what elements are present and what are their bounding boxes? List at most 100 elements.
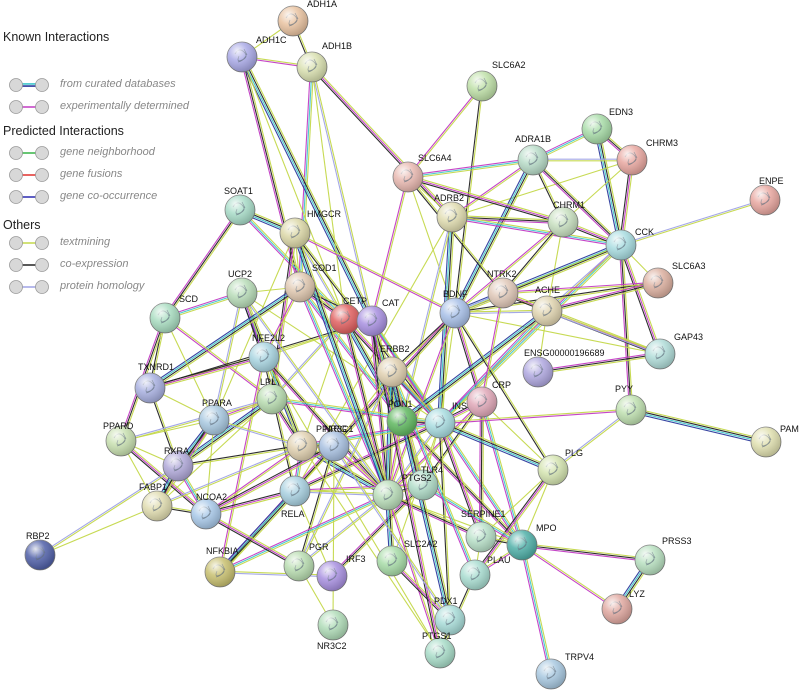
- edge-rela-ptgs2[interactable]: [294, 491, 388, 497]
- node-plau[interactable]: PLAU: [459, 555, 511, 591]
- edge-gap43-ensg00000196689[interactable]: [537, 351, 660, 371]
- node-prss3[interactable]: PRSS3: [634, 536, 692, 576]
- edge-sod1-txnrd1[interactable]: [149, 285, 300, 388]
- node-rxra[interactable]: RXRA: [162, 446, 194, 482]
- edge-slc6a2-slc6a4[interactable]: [408, 86, 484, 178]
- edge-adh1c-sod1[interactable]: [243, 56, 303, 287]
- edge-hmgcr-bdnf[interactable]: [295, 231, 456, 313]
- node-mpo[interactable]: MPO: [506, 523, 557, 561]
- edge-nfe2l2-txnrd1[interactable]: [150, 358, 265, 391]
- edge-ucp2-ppara[interactable]: [212, 292, 242, 420]
- edge-scd-lpl[interactable]: [165, 316, 273, 399]
- edge-scd-ppara[interactable]: [164, 317, 215, 421]
- edge-crp-serpine1[interactable]: [480, 401, 483, 538]
- edge-gap43-ensg00000196689[interactable]: [538, 355, 661, 375]
- edge-slc6a4-chrm1[interactable]: [408, 174, 564, 221]
- node-slc2a2[interactable]: SLC2A2: [376, 539, 438, 577]
- edge-sod1-txnrd1[interactable]: [148, 284, 299, 387]
- edge-slc6a4-ntrk2[interactable]: [406, 177, 503, 294]
- edge-cetp-ptgs2[interactable]: [346, 318, 391, 495]
- node-trpv4[interactable]: TRPV4: [535, 652, 594, 690]
- edge-adra1b-bdnf[interactable]: [452, 158, 532, 313]
- edge-cck-gap43[interactable]: [621, 244, 663, 354]
- edge-mpo-trpv4[interactable]: [521, 544, 552, 675]
- edge-cck-gap43[interactable]: [618, 245, 660, 355]
- edge-rela-irf3[interactable]: [294, 490, 333, 577]
- edge-nfe2l2-ptgs1[interactable]: [263, 356, 441, 654]
- edge-mpo-trpv4[interactable]: [519, 545, 550, 675]
- node-adh1a[interactable]: ADH1A: [277, 0, 337, 37]
- edge-rela-nfkbia[interactable]: [219, 490, 295, 572]
- edge-chrm1-ntrk2[interactable]: [501, 221, 563, 293]
- edge-ucp2-ins[interactable]: [241, 292, 441, 424]
- edge-gap43-ensg00000196689[interactable]: [537, 353, 661, 373]
- edge-slc6a2-bdnf[interactable]: [455, 86, 484, 314]
- node-crp[interactable]: CRP: [466, 380, 511, 418]
- edge-pparg-ptgs2[interactable]: [301, 446, 388, 497]
- edge-nr3c1-pgr[interactable]: [297, 445, 334, 566]
- edge-adra1b-slc6a4[interactable]: [407, 157, 533, 176]
- edge-cck-pyy[interactable]: [622, 244, 634, 410]
- edge-ucp2-ptgs2[interactable]: [240, 293, 388, 496]
- edge-nfe2l2-ptgs2[interactable]: [262, 357, 388, 497]
- edge-ptgs2-serpine1[interactable]: [387, 495, 481, 539]
- edge-ntrk2-crp[interactable]: [480, 292, 503, 402]
- edge-adh1c-cat[interactable]: [242, 56, 374, 321]
- edge-pyy-plg[interactable]: [553, 410, 632, 472]
- edge-rela-ncoa2[interactable]: [205, 488, 295, 513]
- edge-slc6a4-chrm1[interactable]: [407, 176, 564, 223]
- edge-mpo-lyz[interactable]: [521, 545, 617, 611]
- edge-ins-pyy[interactable]: [440, 410, 632, 425]
- edge-cck-ntrk2[interactable]: [502, 244, 622, 294]
- edge-slc6a4-cat[interactable]: [370, 176, 408, 321]
- edge-ntrk2-gap43[interactable]: [503, 290, 661, 354]
- node-fabp1[interactable]: FABP1: [139, 482, 173, 522]
- edge-mpo-lyz[interactable]: [522, 543, 618, 609]
- edge-hmgcr-ptgs2[interactable]: [295, 232, 390, 495]
- edge-nfe2l2-nfkbia[interactable]: [218, 356, 264, 572]
- node-pdx1[interactable]: PDX1: [434, 596, 466, 636]
- node-lpl[interactable]: LPL: [256, 377, 288, 415]
- edge-ppard-ncoa2[interactable]: [121, 439, 208, 514]
- edge-cck-ache[interactable]: [547, 245, 622, 313]
- edge-scd-lpl[interactable]: [164, 318, 272, 401]
- edge-slc6a3-ntrk2[interactable]: [502, 281, 658, 293]
- edge-erbb2-ptgs2[interactable]: [388, 372, 394, 496]
- edge-ucp2-ptgs2[interactable]: [242, 292, 390, 495]
- edge-erbb2-plau[interactable]: [392, 371, 477, 575]
- node-cck[interactable]: CCK: [605, 227, 654, 261]
- edge-nfe2l2-rela[interactable]: [262, 357, 295, 492]
- edge-fabp1-rbp2[interactable]: [39, 505, 158, 556]
- edge-rela-ncoa2[interactable]: [206, 492, 296, 517]
- node-soat1[interactable]: SOAT1: [224, 186, 256, 226]
- edge-slc6a3-ntrk2[interactable]: [503, 283, 659, 295]
- edge-adh1b-cat[interactable]: [312, 66, 374, 321]
- edge-cck-pyy[interactable]: [618, 245, 630, 411]
- edge-ppard-ncoa2[interactable]: [119, 441, 206, 516]
- edge-rela-nfkbia[interactable]: [221, 492, 298, 575]
- edge-edn3-cck[interactable]: [597, 128, 623, 245]
- node-irf3[interactable]: IRF3: [316, 554, 366, 592]
- edge-cetp-ptgs2[interactable]: [342, 319, 387, 496]
- edge-ache-pon1[interactable]: [402, 311, 548, 423]
- node-chrm3[interactable]: CHRM3: [616, 138, 678, 176]
- node-cetp[interactable]: CETP: [329, 296, 367, 335]
- edge-mpo-trpv4[interactable]: [523, 544, 554, 674]
- node-serpine1[interactable]: SERPINE1: [461, 509, 506, 553]
- edge-lpl-rxra[interactable]: [178, 399, 273, 468]
- node-ppard[interactable]: PPARD: [103, 421, 137, 457]
- edge-adra1b-bdnf[interactable]: [453, 159, 533, 313]
- edge-ptgs2-mpo[interactable]: [387, 494, 523, 546]
- edge-adh1b-adrb2[interactable]: [310, 67, 452, 219]
- node-cat[interactable]: CAT: [356, 298, 400, 337]
- edge-soat1-scd[interactable]: [164, 209, 241, 319]
- edge-ache-pon1[interactable]: [401, 309, 547, 421]
- node-slc6a2[interactable]: SLC6A2: [466, 60, 526, 102]
- edge-adra1b-cck[interactable]: [531, 160, 621, 247]
- node-scd[interactable]: SCD: [149, 294, 199, 334]
- node-ptgs2[interactable]: PTGS2: [372, 473, 432, 511]
- node-slc6a3[interactable]: SLC6A3: [642, 261, 706, 299]
- edge-nfkbia-irf3[interactable]: [220, 570, 333, 576]
- edge-ppard-ncoa2[interactable]: [120, 440, 207, 515]
- edge-pparg-ptgs1[interactable]: [301, 445, 441, 654]
